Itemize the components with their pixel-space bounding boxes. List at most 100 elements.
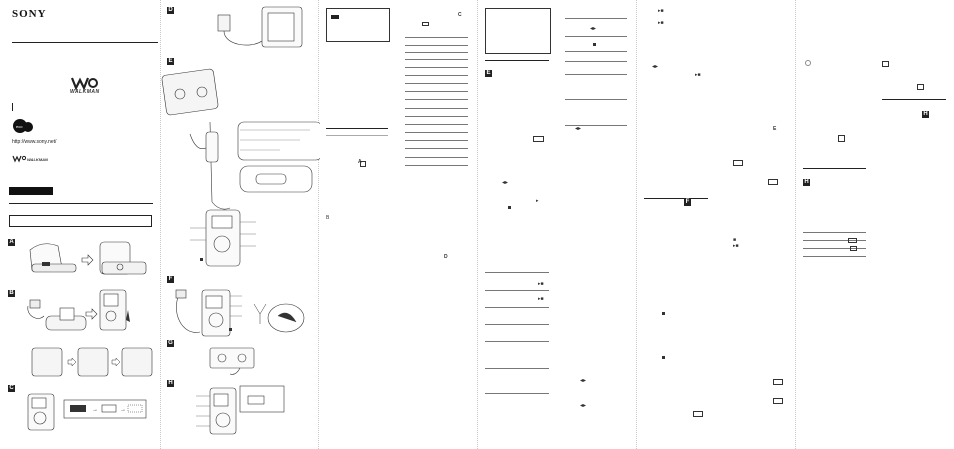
inline-marker-a [360,161,366,167]
table-rule [405,91,468,92]
small-icon [848,238,857,243]
title-box [9,215,152,227]
rule [485,60,549,61]
rule [9,203,153,204]
table-rule [485,307,549,308]
small-icon [917,84,924,90]
section-label-e: E [167,58,174,65]
small-icon [733,160,743,166]
table-rule [565,74,627,75]
table-rule [405,116,468,117]
note-icon [331,15,339,19]
small-icon [773,379,783,385]
arrow-icon: ◂▸ [580,378,587,384]
website-url[interactable]: http://www.sony.net/ [12,139,57,145]
inline-marker-text: E [773,126,777,132]
stop-square-icon [200,258,203,261]
bar-mark [12,103,13,111]
table-rule [405,99,468,100]
cover-rule [12,42,158,43]
section-label-e-inline: E [485,70,492,77]
fold-line [477,0,478,449]
table-rule [405,75,468,76]
play-stop-icon: ▸■ [733,243,739,249]
inline-marker-text: C [458,12,462,18]
stop-icon: ■ [733,237,737,243]
svg-text:→: → [92,407,98,413]
table-rule [405,140,468,141]
small-icon [882,61,889,67]
fold-line [636,0,637,449]
small-walkman-logo [12,155,26,163]
section-label-h-inline: H [803,179,810,186]
table-rule [405,124,468,125]
table-rule [485,324,549,325]
stop-square-icon [662,312,665,315]
small-walkman-text: WALKMAN [27,157,48,162]
inline-marker-text: D [444,254,448,260]
table-rule [485,290,549,291]
svg-text:eco: eco [16,124,23,129]
walkman-logo: WALKMAN [64,76,106,98]
table-rule [405,45,468,46]
stop-square-icon [508,206,511,209]
arrow-icon: ◂▸ [502,180,509,186]
play-stop-icon: ▸■ [538,281,544,287]
svg-text:→: → [120,407,126,413]
fold-line [318,0,319,449]
black-tab [9,187,53,195]
table-rule [565,125,627,126]
illustration-g [200,344,270,376]
table-rule [565,99,627,100]
table-rule [485,393,549,394]
play-stop-icon: ▸■ [538,296,544,302]
arrow-icon: ◂▸ [580,403,587,409]
table-rule [565,18,627,19]
section-label-f: F [167,276,174,283]
table-rule [803,240,866,241]
fold-line [160,0,161,449]
inline-marker-text: B [326,215,330,221]
table-rule [405,108,468,109]
table-rule [803,256,866,257]
table-rule [485,341,549,342]
section-label-h: H [167,380,174,387]
small-icon [838,135,845,142]
sony-logo: SONY [12,8,47,20]
table-rule [405,83,468,84]
table-rule [565,51,627,52]
arrow-icon: ◂▸ [652,64,659,70]
eco-logo: eco [12,118,34,134]
illustration-c: → → [26,392,150,432]
small-icon [768,179,778,185]
rule [803,168,866,169]
table-rule [405,59,468,60]
fold-line [795,0,796,449]
stop-square-icon [593,43,596,46]
table-rule [405,165,468,166]
table-rule [803,232,866,233]
play-stop-icon: ▸■ [695,72,701,78]
rule [326,128,388,129]
small-icon [422,22,429,26]
table-rule [405,37,468,38]
section-label-g: G [167,340,174,347]
note-box [326,8,390,42]
table-rule [405,132,468,133]
stop-square-icon [662,356,665,359]
table-rule [405,157,468,158]
table-rule [405,148,468,149]
small-icon [773,398,783,404]
table-rule [405,67,468,68]
illustration-b [24,286,154,378]
table-rule [565,36,627,37]
small-icon [533,136,544,142]
rule [326,135,388,136]
illustration-d [200,5,310,55]
table-rule [803,248,866,249]
table-rule [485,272,549,273]
play-stop-icon: ▸■ [658,8,664,14]
section-label-a: A [8,239,15,246]
illustration-e [160,62,320,272]
section-label-h-inline: H [922,111,929,118]
